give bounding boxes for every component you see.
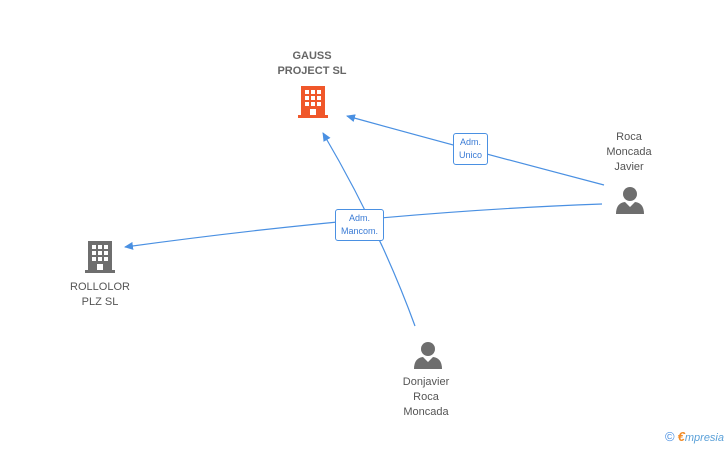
node-donjavier-label[interactable]: Donjavier Roca Moncada: [376, 375, 476, 420]
node-gauss-project-label[interactable]: GAUSS PROJECT SL: [262, 49, 362, 79]
adm-unico-line1: Adm.: [460, 137, 482, 147]
donjavier-name-line3: Moncada: [403, 406, 449, 418]
donjavier-person-icon: [414, 342, 442, 369]
adm-unico-line2: Unico: [459, 150, 483, 160]
roca-name-line3: Javier: [614, 161, 644, 173]
rollolor-building-icon: [85, 241, 115, 273]
gauss-name-line1: GAUSS: [292, 50, 332, 62]
edge-badge-adm-unico[interactable]: Adm. Unico: [453, 133, 489, 165]
empresia-watermark: ©€mpresia: [665, 429, 724, 444]
adm-mancom-line1: Adm.: [349, 213, 371, 223]
empresia-logo-e: €: [677, 429, 685, 444]
adm-mancom-line2: Mancom.: [341, 226, 379, 236]
copyright-symbol: ©: [665, 429, 675, 444]
roca-person-icon: [616, 187, 644, 214]
node-roca-label[interactable]: Roca Moncada Javier: [579, 130, 679, 175]
roca-name-line1: Roca: [616, 131, 642, 143]
edge-badge-adm-mancom[interactable]: Adm. Mancom.: [335, 209, 385, 241]
node-rollolor-label[interactable]: ROLLOLOR PLZ SL: [50, 280, 150, 310]
empresia-brand-text: mpresia: [684, 432, 724, 444]
gauss-building-icon: [298, 86, 328, 118]
donjavier-name-line2: Roca: [413, 391, 439, 403]
rollolor-name-line1: ROLLOLOR: [70, 281, 130, 293]
roca-name-line2: Moncada: [606, 146, 652, 158]
gauss-name-line2: PROJECT SL: [277, 65, 347, 77]
donjavier-name-line1: Donjavier: [402, 376, 450, 388]
rollolor-name-line2: PLZ SL: [81, 296, 119, 308]
